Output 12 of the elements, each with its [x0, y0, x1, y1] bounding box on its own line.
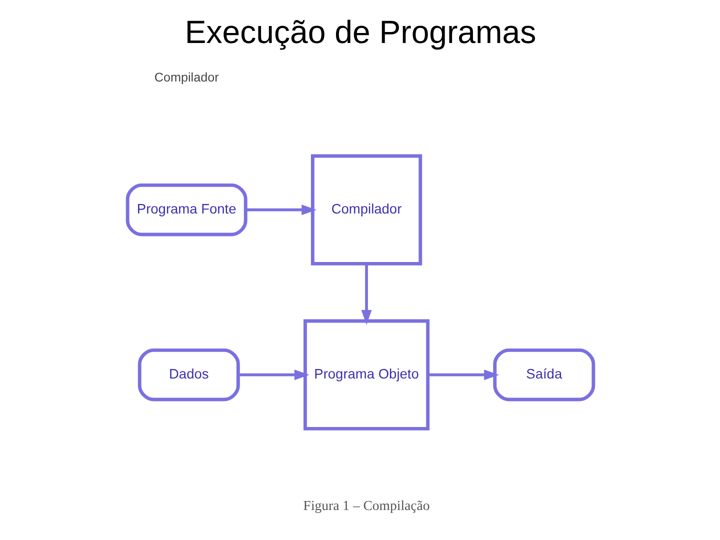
- arrow: [238, 370, 309, 380]
- caption: Figura 1 – Compilação: [302, 498, 430, 514]
- node-box: Compilador: [310, 154, 422, 266]
- diagram-title: Execução de Programas: [184, 14, 536, 50]
- arrow: [360, 264, 372, 325]
- arrow: [245, 204, 316, 216]
- node-box: Programa Fonte: [125, 183, 247, 236]
- node-box: Saída: [492, 348, 595, 402]
- node-box: Dados: [137, 348, 240, 402]
- node-box: Programa Objeto: [302, 319, 430, 430]
- arrow: [427, 370, 498, 380]
- label: Compilador: [154, 70, 218, 84]
